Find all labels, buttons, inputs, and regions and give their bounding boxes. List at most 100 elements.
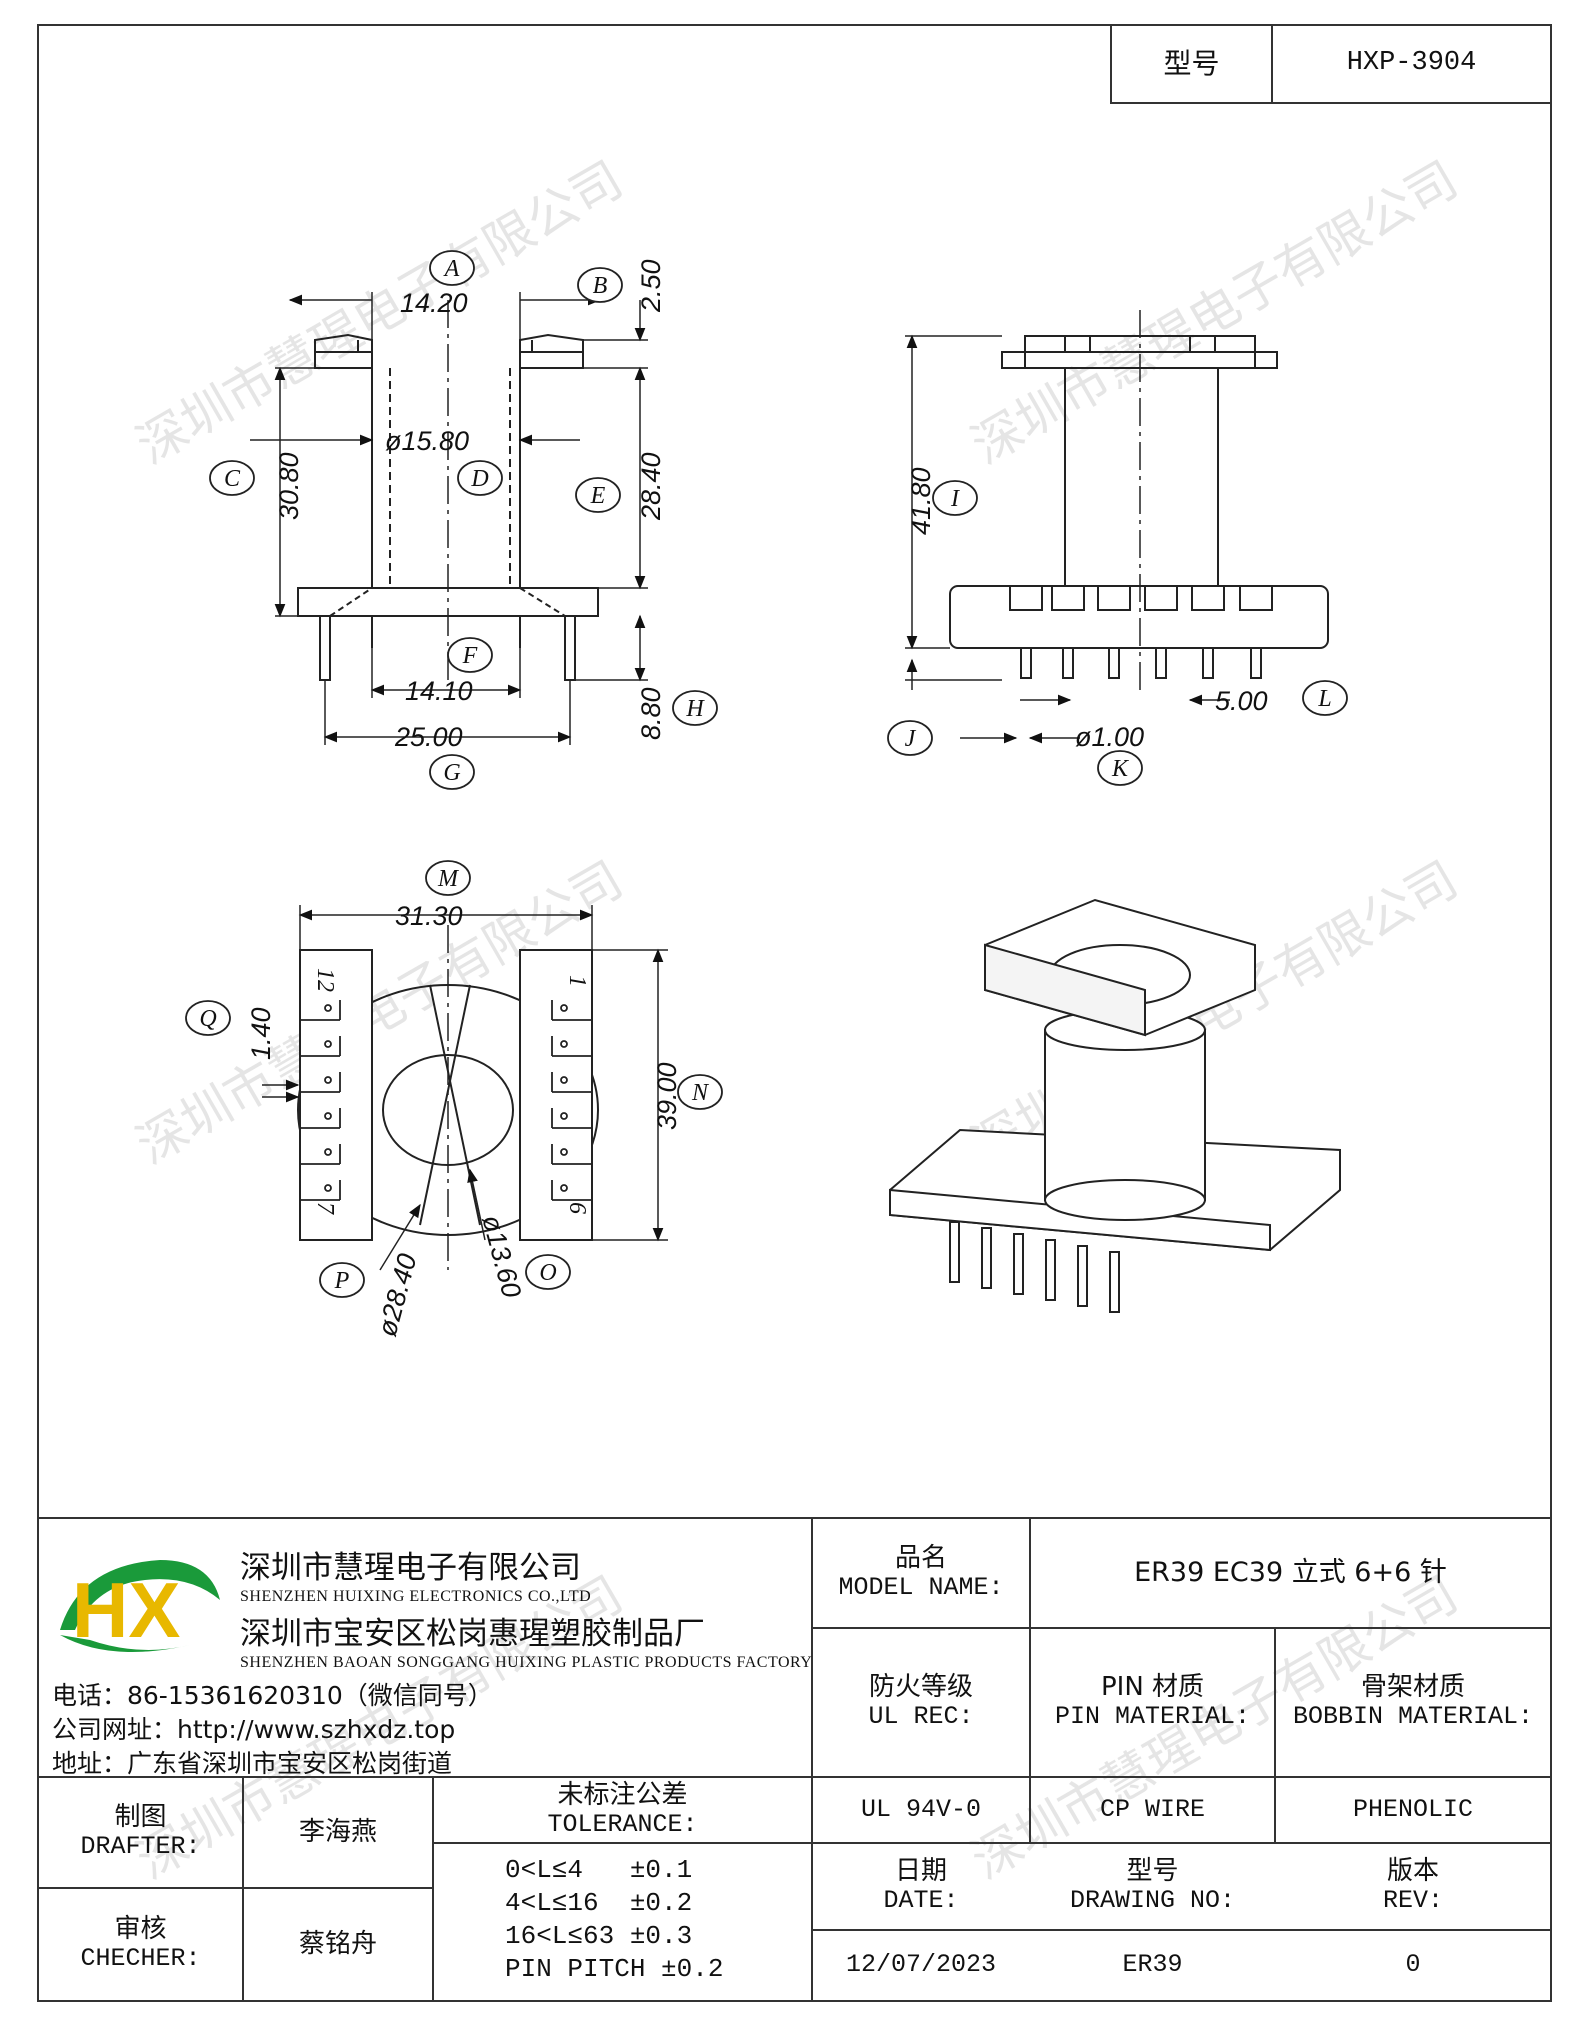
isometric-pin-1	[949, 1221, 960, 1283]
pin-material-en: PIN MATERIAL:	[1054, 1702, 1251, 1732]
marker-circle-g	[429, 754, 475, 790]
bottom-dims	[262, 905, 668, 1271]
model-name-cn: 品名	[894, 1542, 947, 1573]
side-pin-slot-1	[1009, 585, 1043, 611]
bottom-right-pin-3	[560, 1076, 568, 1084]
company-logo: HX	[50, 1545, 225, 1665]
model-name-label: 品名 MODEL NAME:	[812, 1518, 1030, 1628]
marker-circle-f	[447, 637, 493, 673]
rev-value: 0	[1405, 1950, 1421, 1980]
drawing-no-cn: 型号	[1126, 1856, 1179, 1887]
ul-rec-en: UL REC:	[868, 1702, 974, 1732]
factory-name-cn: 深圳市宝安区松岗惠瑆塑胶制品厂	[240, 1616, 705, 1652]
marker-letter-h: H	[685, 696, 705, 722]
bottom-right-pin-4	[560, 1112, 568, 1120]
watermark-4: 深圳市慧瑆电子有限公司	[962, 850, 1467, 1175]
isometric-view	[889, 898, 1341, 1252]
tolerance-line-1: 0<L≤4 ±0.1	[505, 1855, 693, 1885]
marker-letter-l: L	[1317, 686, 1331, 712]
checker-name: 蔡铭舟	[298, 1928, 377, 1959]
bobbin-material-en: BOBBIN MATERIAL:	[1292, 1702, 1534, 1732]
bottom-left-pin-2	[324, 1040, 332, 1048]
bottom-left-pin-1	[324, 1004, 332, 1012]
isometric-pin-2	[981, 1227, 992, 1289]
date-label: 日期 DATE:	[812, 1843, 1030, 1930]
tolerance-en: TOLERANCE:	[547, 1809, 698, 1839]
drafter-cn: 制图	[114, 1802, 167, 1833]
bobbin-material-label: 骨架材质 BOBBIN MATERIAL:	[1275, 1628, 1551, 1777]
dim-d: ø15.80	[385, 426, 469, 456]
rev-label: 版本 REV:	[1275, 1843, 1551, 1930]
dim-p: ø28.40	[372, 1251, 423, 1340]
pin-number-7: 7	[312, 1202, 338, 1215]
marker-circle-e	[575, 477, 621, 513]
dim-f: 14.10	[405, 676, 473, 706]
marker-circle-n	[677, 1074, 723, 1110]
marker-letter-f: F	[462, 643, 478, 669]
isometric-pin-4	[1045, 1239, 1056, 1301]
marker-circle-j	[887, 720, 933, 756]
side-pin-slot-4	[1144, 585, 1178, 611]
bottom-right-pin-2	[560, 1040, 568, 1048]
side-pin-4	[1155, 647, 1167, 679]
company-name-cn: 深圳市慧瑆电子有限公司	[240, 1550, 581, 1586]
dim-c: 30.80	[274, 452, 304, 520]
checker-cn: 审核	[114, 1914, 167, 1945]
rev-cn: 版本	[1386, 1856, 1439, 1887]
marker-letter-g: G	[443, 760, 460, 786]
marker-letter-c: C	[224, 466, 241, 492]
company-name-en: SHENZHEN HUIXING ELECTRONICS CO.,LTD	[240, 1588, 592, 1605]
marker-circle-h	[672, 690, 718, 726]
drawing-no-label: 型号 DRAWING NO:	[1030, 1843, 1275, 1930]
dim-l: 5.00	[1215, 686, 1268, 716]
marker-circle-a	[429, 250, 475, 286]
bottom-pins	[300, 1000, 592, 1201]
tolerance-cn: 未标注公差	[557, 1779, 688, 1810]
side-pin-5	[1202, 647, 1214, 679]
marker-letter-j: J	[905, 726, 917, 752]
marker-letter-e: E	[590, 483, 606, 509]
company-phone: 电话：86-15361620310（微信同号）	[52, 1681, 493, 1710]
marker-letter-q: Q	[199, 1006, 216, 1032]
marker-circle-k	[1097, 750, 1143, 786]
bottom-left-pin-3	[324, 1076, 332, 1084]
side-pin-slot-2	[1051, 585, 1085, 611]
factory-name-en: SHENZHEN BAOAN SONGGANG HUIXING PLASTIC …	[240, 1654, 813, 1671]
side-dim-labels: 41.80 5.00 ø1.00	[906, 467, 1268, 752]
marker-letter-m: M	[437, 866, 460, 892]
date-value: 12/07/2023	[845, 1950, 997, 1980]
date-cn: 日期	[894, 1856, 947, 1887]
tolerance-line-4: PIN PITCH ±0.2	[505, 1954, 724, 1984]
bottom-right-pin-1	[560, 1004, 568, 1012]
bottom-right-pin-5	[560, 1148, 568, 1156]
isometric-pins	[949, 1221, 1120, 1313]
bobbin-material-cn: 骨架材质	[1360, 1672, 1465, 1703]
bottom-left-pin-4	[324, 1112, 332, 1120]
pin-number-6: 6	[564, 1202, 590, 1214]
drawing-no-en: DRAWING NO:	[1069, 1886, 1236, 1916]
date-en: DATE:	[883, 1886, 959, 1916]
tolerance-line-3: 16<L≤63 ±0.3	[505, 1921, 693, 1951]
pin-material-cn: PIN 材质	[1100, 1672, 1205, 1703]
marker-circle-m	[425, 860, 471, 896]
dim-h: 8.80	[636, 687, 666, 740]
marker-circle-d	[457, 460, 503, 496]
side-pin-slot-6	[1239, 585, 1273, 611]
bottom-left-pin-5	[324, 1148, 332, 1156]
drafter-en: DRAFTER:	[80, 1832, 201, 1862]
svg-text:HX: HX	[72, 1566, 180, 1654]
ul-rec-label: 防火等级 UL REC:	[812, 1628, 1030, 1777]
dim-m: 31.30	[395, 901, 463, 931]
side-pin-slot-3	[1097, 585, 1131, 611]
side-dims	[905, 334, 1230, 744]
checker-label: 审核 CHECHER:	[38, 1888, 243, 2001]
isometric-pin-3	[1013, 1233, 1024, 1295]
watermark-1: 深圳市慧瑆电子有限公司	[127, 150, 632, 475]
drafter-name: 李海燕	[298, 1816, 377, 1847]
marker-letter-d: D	[470, 466, 488, 492]
dim-g: 25.00	[394, 722, 463, 752]
marker-circle-l	[1302, 680, 1348, 716]
drafter-label: 制图 DRAFTER:	[38, 1777, 243, 1888]
tolerance-label: 未标注公差 TOLERANCE:	[433, 1777, 812, 1843]
